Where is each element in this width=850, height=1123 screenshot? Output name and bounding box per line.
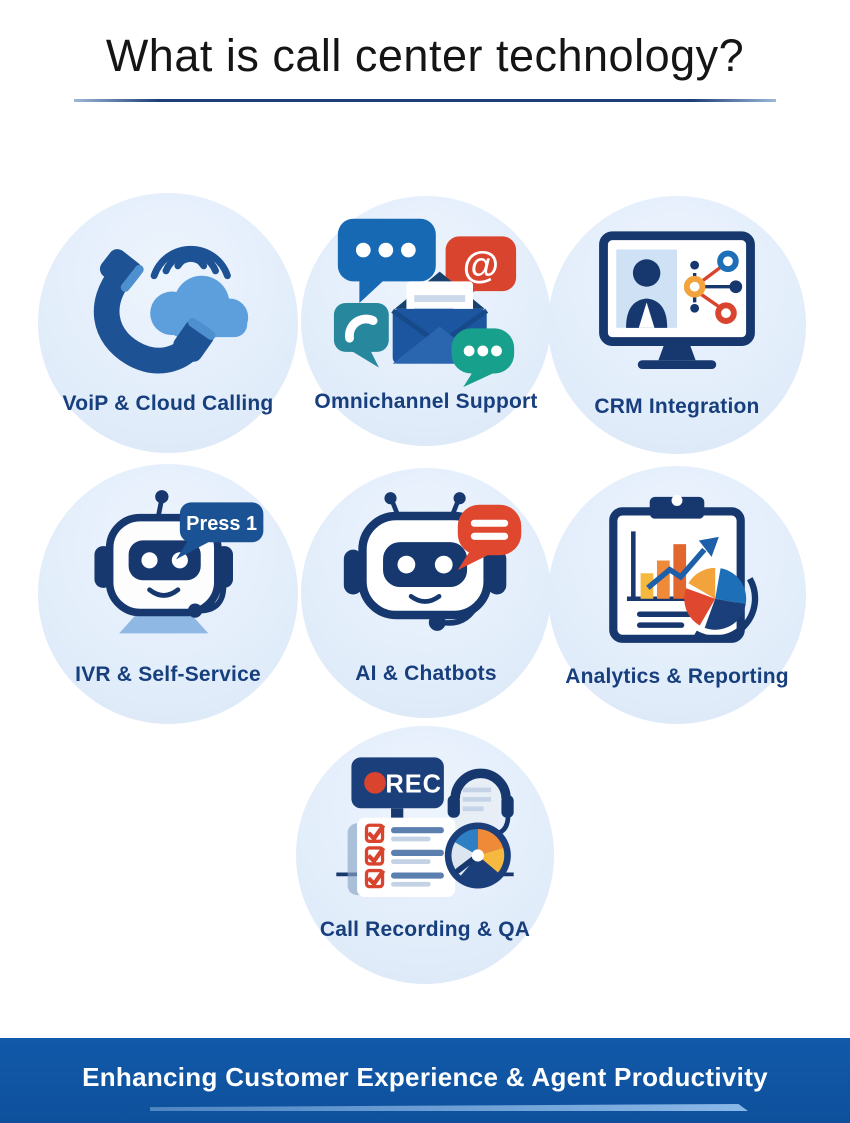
robot-icon — [343, 492, 507, 631]
report-text-line — [636, 611, 696, 617]
chat-bubble-dots-icon — [337, 218, 436, 303]
envelope-icon — [391, 271, 489, 364]
footer-underline — [150, 1104, 748, 1111]
footer-tagline: Enhancing Customer Experience & Agent Pr… — [82, 1062, 768, 1092]
rec-text: REC — [385, 770, 442, 798]
feature-label: AI & Chatbots — [355, 662, 497, 685]
feature-card-ai-chatbots: AI & Chatbots — [301, 468, 551, 718]
report-text-line — [636, 622, 685, 628]
title-underline — [74, 99, 776, 102]
feature-label: IVR & Self-Service — [75, 663, 261, 686]
phone-bubble-icon — [333, 302, 389, 368]
feature-card-crm: CRM Integration — [548, 196, 806, 454]
contact-avatar-icon — [616, 249, 677, 328]
feature-card-voip: VoiP & Cloud Calling — [38, 193, 298, 453]
analytics-clipboard-icon — [609, 495, 759, 643]
feature-label: Analytics & Reporting — [565, 665, 789, 688]
wifi-signal-icon — [150, 245, 231, 280]
feature-card-analytics: Analytics & Reporting — [548, 466, 806, 724]
trend-arrow-icon — [646, 536, 719, 590]
press1-text: Press 1 — [186, 513, 257, 535]
feature-label: Call Recording & QA — [319, 918, 531, 941]
crm-monitor-icon — [599, 231, 755, 370]
feature-label: CRM Integration — [594, 395, 760, 418]
chatbot-icon — [343, 492, 522, 631]
robot-icon — [94, 490, 233, 634]
qa-gauge-icon — [444, 822, 511, 889]
feature-card-call-recording: REC — [296, 726, 554, 984]
feature-card-ivr: Press 1 IVR & Self-Service — [38, 464, 298, 724]
chat-bubble-dots-green-icon — [451, 328, 515, 388]
rec-badge: REC — [351, 757, 444, 818]
press1-speech-bubble: Press 1 — [176, 502, 264, 560]
feature-card-omnichannel: @ Omnichannel Support — [301, 196, 551, 446]
at-symbol: @ — [463, 243, 499, 285]
footer-banner: Enhancing Customer Experience & Agent Pr… — [0, 1038, 850, 1123]
phone-handset-icon — [93, 249, 216, 374]
feature-label: VoiP & Cloud Calling — [62, 392, 274, 415]
voip-cloud-phone-icon — [93, 245, 249, 374]
feature-label: Omnichannel Support — [314, 390, 538, 413]
pie-chart-icon — [684, 567, 759, 642]
network-graph-icon — [683, 250, 743, 324]
omnichannel-icon: @ — [333, 218, 517, 388]
page-title: What is call center technology? — [105, 30, 745, 81]
qa-checklist-icon — [347, 817, 456, 897]
ivr-robot-icon: Press 1 — [94, 490, 264, 634]
call-recording-icon: REC — [336, 757, 514, 897]
speech-bubble-lines-icon — [457, 504, 522, 571]
